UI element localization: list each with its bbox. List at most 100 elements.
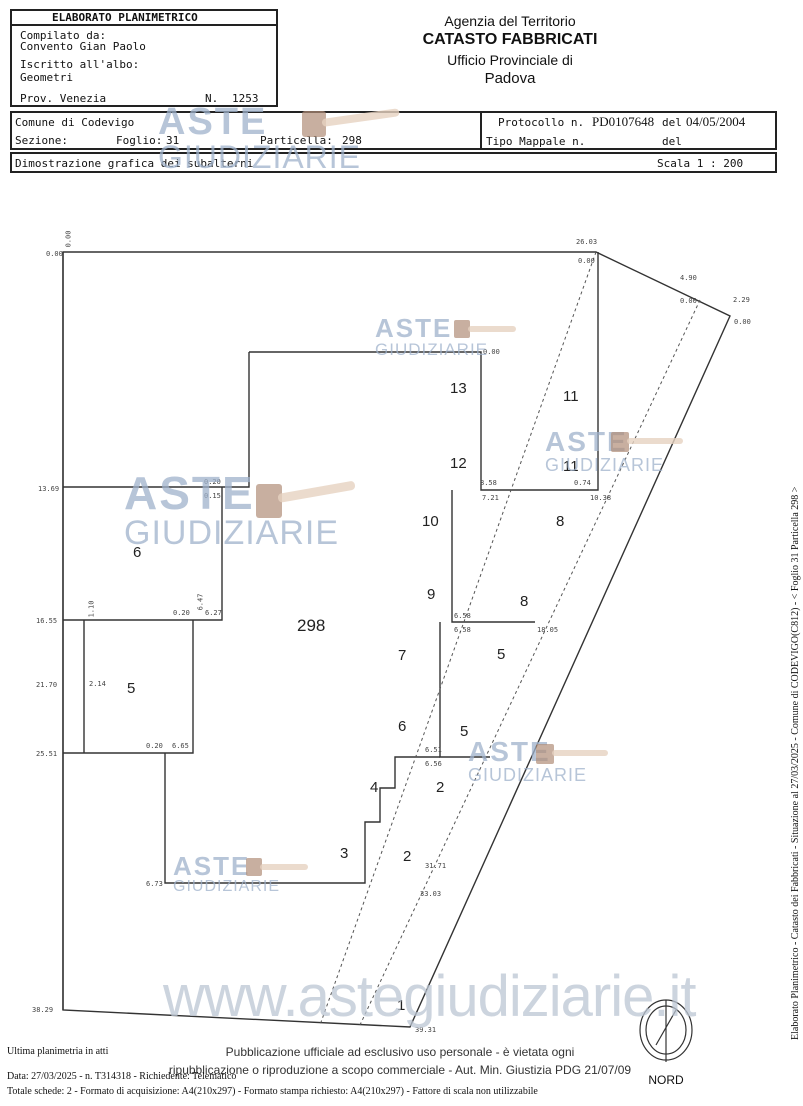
gavel-icon bbox=[256, 481, 356, 518]
measure-label: 0.20 bbox=[146, 742, 163, 750]
n-label: N. bbox=[205, 92, 219, 105]
elaborato-title: ELABORATO PLANIMETRICO bbox=[52, 11, 198, 24]
ufficio-label: Ufficio Provinciale di bbox=[447, 52, 573, 68]
measure-label: 13.69 bbox=[38, 485, 60, 493]
sub5-wall bbox=[63, 620, 194, 754]
watermark-brand: ASTE GIUDIZIARIE bbox=[375, 313, 489, 359]
measure-label: 6.56 bbox=[425, 760, 442, 768]
dashed-boundary-1 bbox=[319, 251, 597, 1026]
sub-label-12: 12 bbox=[450, 455, 467, 472]
compilato-value: Convento Gian Paolo bbox=[20, 40, 146, 53]
tipo-del: del bbox=[662, 135, 682, 148]
measure-label: 6.47 bbox=[196, 593, 205, 611]
measure-label: 16.55 bbox=[36, 617, 58, 625]
measure-label: 33.03 bbox=[420, 890, 442, 898]
iscritto-label: Iscritto all'albo: bbox=[20, 58, 140, 71]
agency-name: Agenzia del Territorio bbox=[444, 13, 576, 29]
stair-wall bbox=[164, 753, 440, 884]
sub-label-11a: 11 bbox=[563, 388, 579, 405]
measure-label: 6.58 bbox=[454, 612, 471, 620]
data-line: Data: 27/03/2025 - n. T314318 - Richiede… bbox=[7, 1071, 237, 1082]
pubblicazione-line1: Pubblicazione ufficiale ad esclusivo uso… bbox=[225, 1045, 575, 1059]
dashed-boundary-2 bbox=[359, 299, 701, 1026]
tipo-label: Tipo Mappale n. bbox=[486, 135, 586, 148]
plan-outline bbox=[62, 251, 731, 1028]
sub-label-2a: 2 bbox=[436, 779, 445, 796]
measure-label: 7.21 bbox=[482, 494, 499, 502]
watermark-brand: ASTE GIUDIZIARIE bbox=[468, 736, 588, 785]
inner-wall-2 bbox=[439, 622, 490, 758]
sub-label-8a: 8 bbox=[556, 513, 565, 530]
gavel-icon bbox=[302, 108, 400, 137]
scala-label: Scala 1 : 200 bbox=[657, 157, 744, 170]
ufficio-city: Padova bbox=[484, 70, 536, 87]
protocollo-del: del bbox=[662, 116, 682, 129]
protocollo-label: Protocollo n. bbox=[498, 116, 585, 129]
sub-label-2b: 2 bbox=[403, 848, 412, 865]
sub6-wall bbox=[63, 487, 223, 621]
sub-label-5a: 5 bbox=[127, 680, 136, 697]
measure-label: 2.29 bbox=[733, 296, 750, 304]
particella-label: Particella: bbox=[260, 134, 333, 147]
info-divider bbox=[480, 111, 482, 150]
measure-label: 38.29 bbox=[32, 1006, 54, 1014]
gavel-icon bbox=[536, 744, 608, 764]
sezione-label: Sezione: bbox=[15, 134, 68, 147]
inner-wall-1 bbox=[451, 490, 535, 623]
protocollo-date: 04/05/2004 bbox=[686, 114, 746, 129]
measure-label: 0.20 bbox=[204, 478, 221, 486]
measure-label: 0.00 bbox=[680, 297, 697, 305]
particella-value: 298 bbox=[342, 134, 362, 147]
sub-label-10: 10 bbox=[422, 513, 439, 530]
measure-label: 0.00 bbox=[578, 257, 595, 265]
iscritto-value: Geometri bbox=[20, 71, 73, 84]
measure-label: 6.51 bbox=[425, 746, 442, 754]
sub-label-7: 7 bbox=[398, 647, 407, 664]
foglio-label: Foglio: bbox=[116, 134, 163, 147]
measure-label: 6.58 bbox=[454, 626, 471, 634]
building-outline bbox=[249, 252, 599, 491]
title-box bbox=[10, 9, 278, 26]
catasto-title: CATASTO FABBRICATI bbox=[422, 31, 598, 48]
measure-label: 0.00 bbox=[64, 230, 73, 248]
measure-label: 26.03 bbox=[576, 238, 598, 246]
watermark-brand: ASTE GIUDIZIARIE bbox=[124, 467, 340, 552]
sub-label-5b: 5 bbox=[497, 646, 506, 663]
measure-label: 6.65 bbox=[172, 742, 189, 750]
sub-label-5c: 5 bbox=[460, 723, 469, 740]
ultima-planimetria: Ultima planimetria in atti bbox=[7, 1046, 109, 1057]
watermark-site: www.astegiudiziarie.it bbox=[163, 964, 696, 1029]
measure-label: 4.90 bbox=[680, 274, 697, 282]
measure-label: 31.71 bbox=[425, 862, 447, 870]
measure-label: 21.70 bbox=[36, 681, 58, 689]
sub-label-4: 4 bbox=[370, 779, 379, 796]
measure-label: 25.51 bbox=[36, 750, 58, 758]
sub-label-13: 13 bbox=[450, 380, 467, 397]
measure-label: 10.38 bbox=[590, 494, 612, 502]
measure-label: 6.73 bbox=[146, 880, 163, 888]
measure-label: 2.14 bbox=[89, 680, 106, 688]
measure-label: 18.05 bbox=[537, 626, 559, 634]
measure-label: 0.74 bbox=[574, 479, 591, 487]
gavel-icon bbox=[246, 858, 308, 876]
n-value: 1253 bbox=[232, 92, 259, 105]
side-vertical-text: Elaborato Planimetrico - Catasto dei Fab… bbox=[790, 486, 801, 1040]
sub-label-1: 1 bbox=[397, 997, 406, 1014]
measure-label: 8.58 bbox=[480, 479, 497, 487]
building-step bbox=[63, 352, 250, 488]
measure-label: 6.27 bbox=[205, 609, 222, 617]
dimostrazione-box bbox=[10, 152, 777, 173]
watermark-brand: ASTE GIUDIZIARIE bbox=[158, 101, 362, 175]
measure-label: 39.31 bbox=[415, 1026, 437, 1034]
sub-label-9: 9 bbox=[427, 586, 436, 603]
comune-label: Comune di Codevigo bbox=[15, 116, 135, 129]
measure-label: 0.00 bbox=[734, 318, 751, 326]
sub-label-11b: 11 bbox=[563, 458, 579, 475]
dimostrazione-label: Dimostrazione grafica dei subalterni bbox=[15, 157, 254, 170]
sub-label-8b: 8 bbox=[520, 593, 529, 610]
gavel-icon bbox=[454, 320, 516, 338]
watermark-brand: ASTE GIUDIZIARIE bbox=[173, 851, 281, 895]
north-label: NORD bbox=[648, 1073, 684, 1087]
sub-label-3: 3 bbox=[340, 845, 349, 862]
